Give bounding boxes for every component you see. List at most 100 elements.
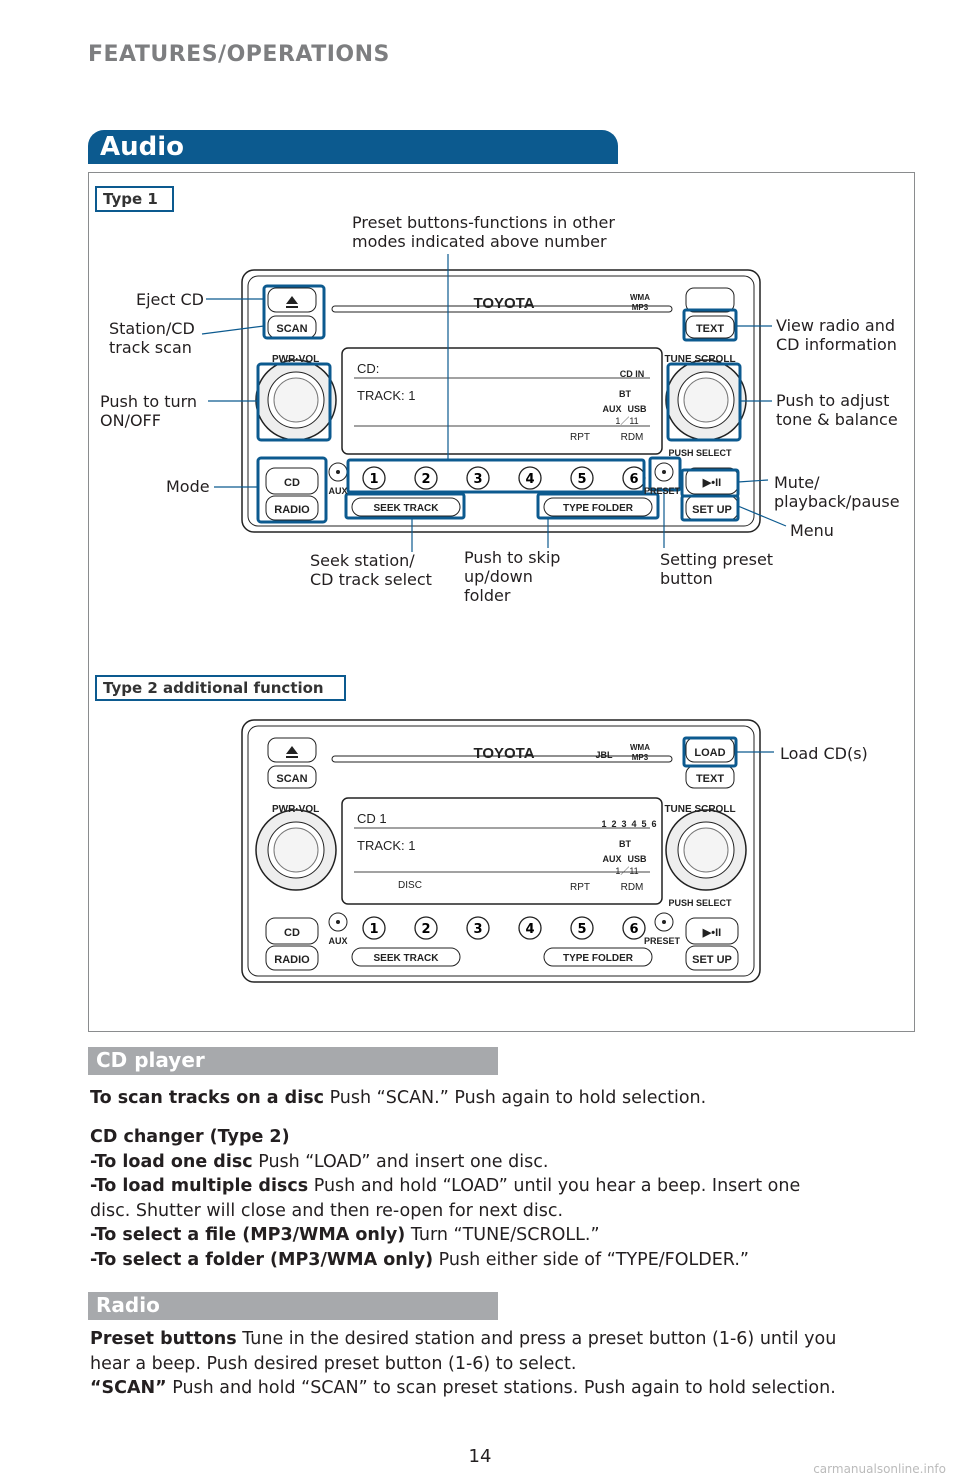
text-button: TEXT xyxy=(696,773,724,785)
wma-logo: WMA xyxy=(630,743,650,752)
callout-menu: Menu xyxy=(790,521,834,540)
preset-1-button[interactable] xyxy=(362,916,386,940)
preset-3-button[interactable] xyxy=(466,916,490,940)
radio-button: RADIO xyxy=(274,504,310,516)
cd-player-title: CD player xyxy=(96,1048,205,1072)
tune-scroll-label: TUNE SCROLL xyxy=(664,354,735,365)
display-disc-1: 1 xyxy=(601,819,606,829)
section-header: FEATURES/OPERATIONS xyxy=(88,42,390,67)
preset-6-button[interactable] xyxy=(622,916,646,940)
preset-2-button[interactable] xyxy=(414,916,438,940)
aux-label: AUX xyxy=(328,486,347,496)
preset-6-label: 6 xyxy=(629,922,638,937)
cd-button: CD xyxy=(284,927,300,939)
type-folder-button: TYPE FOLDER xyxy=(563,503,634,514)
wma-logo: WMA xyxy=(630,293,650,302)
play-pause-button: ▶•II xyxy=(702,477,721,489)
display-line2: TRACK: 1 xyxy=(357,388,416,403)
display-rdm: RDM xyxy=(621,432,644,443)
pwr-vol-label: PWR·VOL xyxy=(272,354,319,365)
display-line1: CD: xyxy=(357,361,379,376)
audio-tab: Audio xyxy=(88,130,618,164)
preset-3-label: 3 xyxy=(473,922,482,937)
preset-6-label: 6 xyxy=(629,472,638,487)
display-disc-2: 2 xyxy=(611,819,616,829)
text-button: TEXT xyxy=(696,323,724,335)
display-usb: USB xyxy=(627,854,647,864)
preset-4-button[interactable] xyxy=(518,916,542,940)
preset-1-label: 1 xyxy=(369,472,378,487)
callout-mode: Mode xyxy=(166,477,210,496)
set-up-button: SET UP xyxy=(692,504,732,516)
callout-eject-cd: Eject CD xyxy=(135,290,204,309)
preset-5-label: 5 xyxy=(577,922,586,937)
page-number: 14 xyxy=(468,1446,492,1467)
diagram-frame xyxy=(88,172,915,1032)
display-usb: USB xyxy=(627,404,647,414)
preset-4-label: 4 xyxy=(525,472,534,487)
brand-logo: TOYOTA xyxy=(473,295,534,312)
radio-title: Radio xyxy=(96,1293,160,1317)
display-disc-4: 4 xyxy=(631,819,636,829)
cd-button: CD xyxy=(284,477,300,489)
mp3-logo: MP3 xyxy=(632,303,649,312)
radio-button: RADIO xyxy=(274,954,310,966)
push-select-label: PUSH SELECT xyxy=(668,448,732,458)
preset-5-label: 5 xyxy=(577,472,586,487)
play-pause-button: ▶•II xyxy=(702,927,721,939)
display-count: 1／11 xyxy=(615,416,638,426)
display-rdm: RDM xyxy=(621,882,644,893)
set-up-button: SET UP xyxy=(692,954,732,966)
preset-1-label: 1 xyxy=(369,922,378,937)
preset-4-button[interactable] xyxy=(518,466,542,490)
preset-2-button[interactable] xyxy=(414,466,438,490)
display-line1: CD 1 xyxy=(357,811,387,826)
radio-paragraph: Preset buttons Tune in the desired stati… xyxy=(90,1329,837,1398)
preset-3-label: 3 xyxy=(473,472,482,487)
callout-seek: Seek station/CD track select xyxy=(310,551,432,589)
seek-track-button: SEEK TRACK xyxy=(373,953,439,964)
display-bt: BT xyxy=(619,389,631,399)
display-bt: BT xyxy=(619,839,631,849)
preset-2-label: 2 xyxy=(421,922,430,937)
display-disc: DISC xyxy=(398,880,422,891)
display-rpt: RPT xyxy=(570,432,590,443)
callout-load: Load CD(s) xyxy=(780,744,868,763)
display-disc-6: 6 xyxy=(651,819,656,829)
preset-5-button[interactable] xyxy=(570,916,594,940)
mp3-logo: MP3 xyxy=(632,753,649,762)
radio-bar: Radio xyxy=(88,1292,498,1320)
preset-2-label: 2 xyxy=(421,472,430,487)
display-line2: TRACK: 1 xyxy=(357,838,416,853)
display-rpt: RPT xyxy=(570,882,590,893)
preset-button-label: PRESET xyxy=(644,486,681,496)
display-count: 1／11 xyxy=(615,866,638,876)
brand-logo: TOYOTA xyxy=(473,745,534,762)
type-folder-button: TYPE FOLDER xyxy=(563,953,634,964)
jbl-logo: JBL xyxy=(595,750,613,760)
preset-1-button[interactable] xyxy=(362,466,386,490)
cd-player-bar: CD player xyxy=(88,1047,498,1075)
watermark: carmanualsonline.info xyxy=(813,1462,946,1476)
callout-mute: Mute/playback/pause xyxy=(774,473,900,511)
preset-3-button[interactable] xyxy=(466,466,490,490)
seek-track-button: SEEK TRACK xyxy=(373,503,439,514)
preset-4-label: 4 xyxy=(525,922,534,937)
load-button: LOAD xyxy=(694,747,725,759)
display-disc-5: 5 xyxy=(641,819,646,829)
preset-button-label: PRESET xyxy=(644,936,681,946)
display-aux: AUX xyxy=(602,404,621,414)
aux-label: AUX xyxy=(328,936,347,946)
preset-5-button[interactable] xyxy=(570,466,594,490)
cd-scan-paragraph: To scan tracks on a disc Push “SCAN.” Pu… xyxy=(90,1088,707,1108)
type1-label: Type 1 xyxy=(95,186,174,212)
tune-scroll-label: TUNE SCROLL xyxy=(664,804,735,815)
